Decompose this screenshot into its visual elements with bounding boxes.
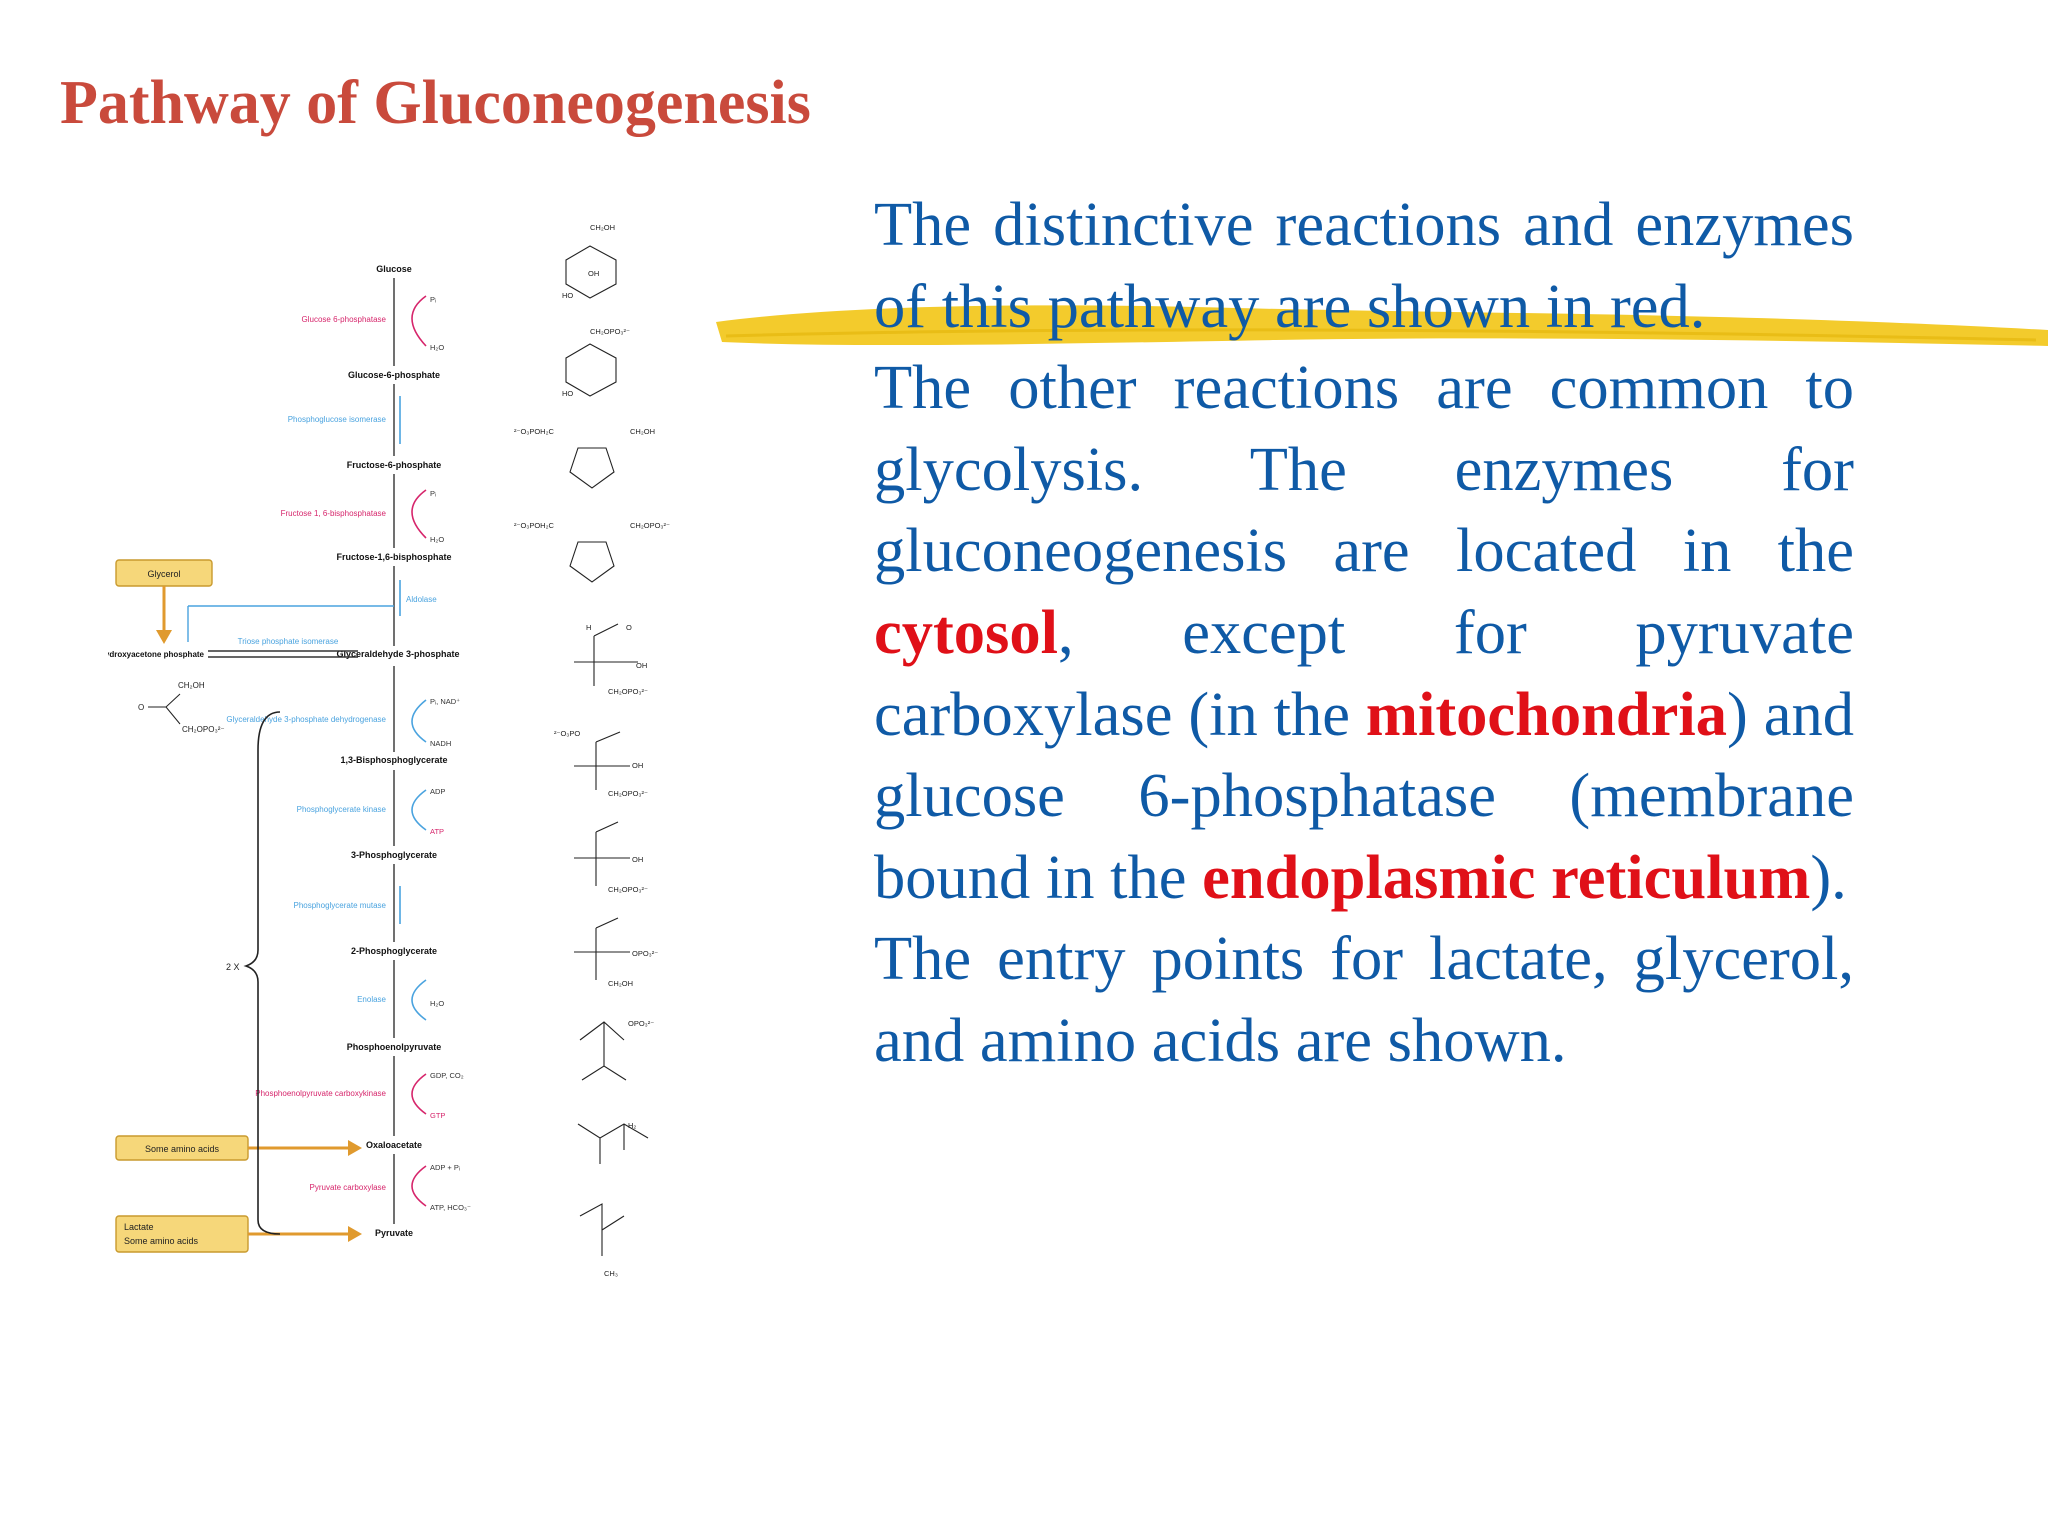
locations-text-2: , except for pyruvate carboxylase (in th…	[874, 596, 1854, 749]
metabolite-glucose: Glucose	[376, 264, 412, 274]
cofactor-nadh: NADH	[430, 739, 451, 748]
struct-gap-h: H	[586, 623, 591, 632]
input-some-amino-acids-2: Some amino acids	[124, 1236, 199, 1246]
struct-bpg-o3po: ²⁻O₃PO	[554, 729, 580, 738]
struct-f6p-o3poh2c: ²⁻O₃POH₂C	[514, 427, 555, 436]
cofactor-gdp-co2: GDP, CO₂	[430, 1071, 464, 1080]
metabolite-fructose-6-phosphate: Fructose-6-phosphate	[347, 460, 442, 470]
pathway-diagram: Glucose Glucose-6-phosphate Fructose-6-p…	[108, 223, 670, 1278]
struct-bpg-ch2opo3: CH₂OPO₃²⁻	[608, 789, 648, 798]
cofactor-gtp: GTP	[430, 1111, 445, 1120]
cofactor-atp-hco3: ATP, HCO₃⁻	[430, 1203, 471, 1212]
enzyme-aldolase: Aldolase	[406, 595, 437, 604]
struct-pep-opo3: OPO₃²⁻	[628, 1019, 654, 1028]
metabolite-phosphoenolpyruvate: Phosphoenolpyruvate	[347, 1042, 442, 1052]
struct-oaa-h2: H₂	[628, 1121, 636, 1130]
struct-gap-o: O	[626, 623, 632, 632]
struct-gap-ch2opo3: CH₂OPO₃²⁻	[608, 687, 648, 696]
struct-glucose-oh: OH	[588, 269, 599, 278]
metabolite-pyruvate: Pyruvate	[375, 1228, 413, 1238]
cofactor-pi-2: Pᵢ	[430, 489, 436, 498]
struct-glucose-ho: HO	[562, 291, 573, 300]
paragraph-enzyme-locations: The other reactions are common to glycol…	[874, 347, 1854, 918]
term-mitochondria: mitochondria	[1365, 678, 1728, 749]
dhap-ch2oh: CH₂OH	[178, 681, 205, 690]
slide-body: The distinctive reactions and enzymes of…	[874, 184, 1854, 1082]
struct-2pg-opo3: OPO₃²⁻	[632, 949, 658, 958]
term-endoplasmic-reticulum: endoplasmic reticulum	[1202, 841, 1811, 912]
metabolite-fructose-1-6-bisphosphate: Fructose-1,6-bisphosphate	[336, 552, 451, 562]
dhap-ch2opo3: CH₂OPO₃²⁻	[182, 725, 225, 734]
enzyme-phosphoglycerate-mutase: Phosphoglycerate mutase	[294, 901, 387, 910]
struct-3pg-ch2opo3: CH₂OPO₃²⁻	[608, 885, 648, 894]
enzyme-triose-phosphate-isomerase: Triose phosphate isomerase	[238, 637, 339, 646]
enzyme-phosphoglycerate-kinase: Phosphoglycerate kinase	[297, 805, 387, 814]
cofactor-h2o-3: H₂O	[430, 999, 444, 1008]
cofactor-h2o-2: H₂O	[430, 535, 444, 544]
enzyme-glucose-6-phosphatase: Glucose 6-phosphatase	[302, 315, 387, 324]
term-cytosol: cytosol	[874, 596, 1058, 667]
cofactor-adp-pi: ADP + Pᵢ	[430, 1163, 460, 1172]
enzyme-phosphoglucose-isomerase: Phosphoglucose isomerase	[288, 415, 387, 424]
label-2x-multiplier: 2 X	[226, 962, 240, 972]
metabolite-3-phosphoglycerate: 3-Phosphoglycerate	[351, 850, 437, 860]
struct-gap-oh: OH	[636, 661, 647, 670]
metabolite-oxaloacetate: Oxaloacetate	[366, 1140, 422, 1150]
struct-f16bp-ch2opo3: CH₂OPO₃²⁻	[630, 521, 670, 530]
metabolite-dihydroxyacetone-phosphate: Dihydroxyacetone phosphate	[108, 650, 205, 659]
gluconeogenesis-pathway-figure: Glucose Glucose-6-phosphate Fructose-6-p…	[108, 210, 708, 1290]
locations-text-1: The other reactions are common to glycol…	[874, 352, 1854, 586]
locations-text-3: ) and glucose 6-phosphatase (membrane bo…	[874, 678, 1854, 912]
struct-2pg-ch2oh: CH₂OH	[608, 979, 633, 988]
struct-g6p-ho: HO	[562, 389, 573, 398]
enzyme-phosphoenolpyruvate-carboxykinase: Phosphoenolpyruvate carboxykinase	[255, 1089, 386, 1098]
metabolite-glyceraldehyde-3-phosphate: Glyceraldehyde 3-phosphate	[336, 649, 459, 659]
struct-glucose-ch2oh: CH₂OH	[590, 223, 615, 232]
struct-3pg-oh: OH	[632, 855, 643, 864]
cofactor-atp: ATP	[430, 827, 444, 836]
struct-g6p-ch2opo3: CH₂OPO₃²⁻	[590, 327, 630, 336]
cofactor-pi-nad: Pᵢ, NAD⁺	[430, 697, 460, 706]
input-some-amino-acids-1: Some amino acids	[145, 1144, 220, 1154]
struct-bpg-oh: OH	[632, 761, 643, 770]
enzyme-fructose-1-6-bisphosphatase: Fructose 1, 6-bisphosphatase	[281, 509, 387, 518]
metabolite-2-phosphoglycerate: 2-Phosphoglycerate	[351, 946, 437, 956]
slide-title: Pathway of Gluconeogenesis	[60, 69, 811, 137]
struct-f6p-ch2oh: CH₂OH	[630, 427, 655, 436]
metabolite-glucose-6-phosphate: Glucose-6-phosphate	[348, 370, 440, 380]
paragraph-entry-points: The entry points for lactate, glycerol, …	[874, 923, 1854, 1075]
enzyme-pyruvate-carboxylase: Pyruvate carboxylase	[310, 1183, 387, 1192]
cofactor-adp: ADP	[430, 787, 445, 796]
paragraph-distinctive-reactions: The distinctive reactions and enzymes of…	[874, 189, 1854, 341]
dhap-o: O	[138, 703, 144, 712]
struct-pyruvate-ch3: CH₃	[604, 1269, 618, 1278]
cofactor-h2o-1: H₂O	[430, 343, 444, 352]
struct-f16bp-o3poh2c: ²⁻O₃POH₂C	[514, 521, 555, 530]
metabolite-1-3-bisphosphoglycerate: 1,3-Bisphosphoglycerate	[340, 755, 447, 765]
cofactor-pi-1: Pᵢ	[430, 295, 436, 304]
locations-text-4: ).	[1810, 841, 1847, 912]
enzyme-enolase: Enolase	[357, 995, 386, 1004]
enzyme-glyceraldehyde-3-phosphate-dehydrogenase: Glyceraldehyde 3-phosphate dehydrogenase	[226, 715, 386, 724]
input-lactate: Lactate	[124, 1222, 154, 1232]
input-glycerol: Glycerol	[147, 569, 180, 579]
